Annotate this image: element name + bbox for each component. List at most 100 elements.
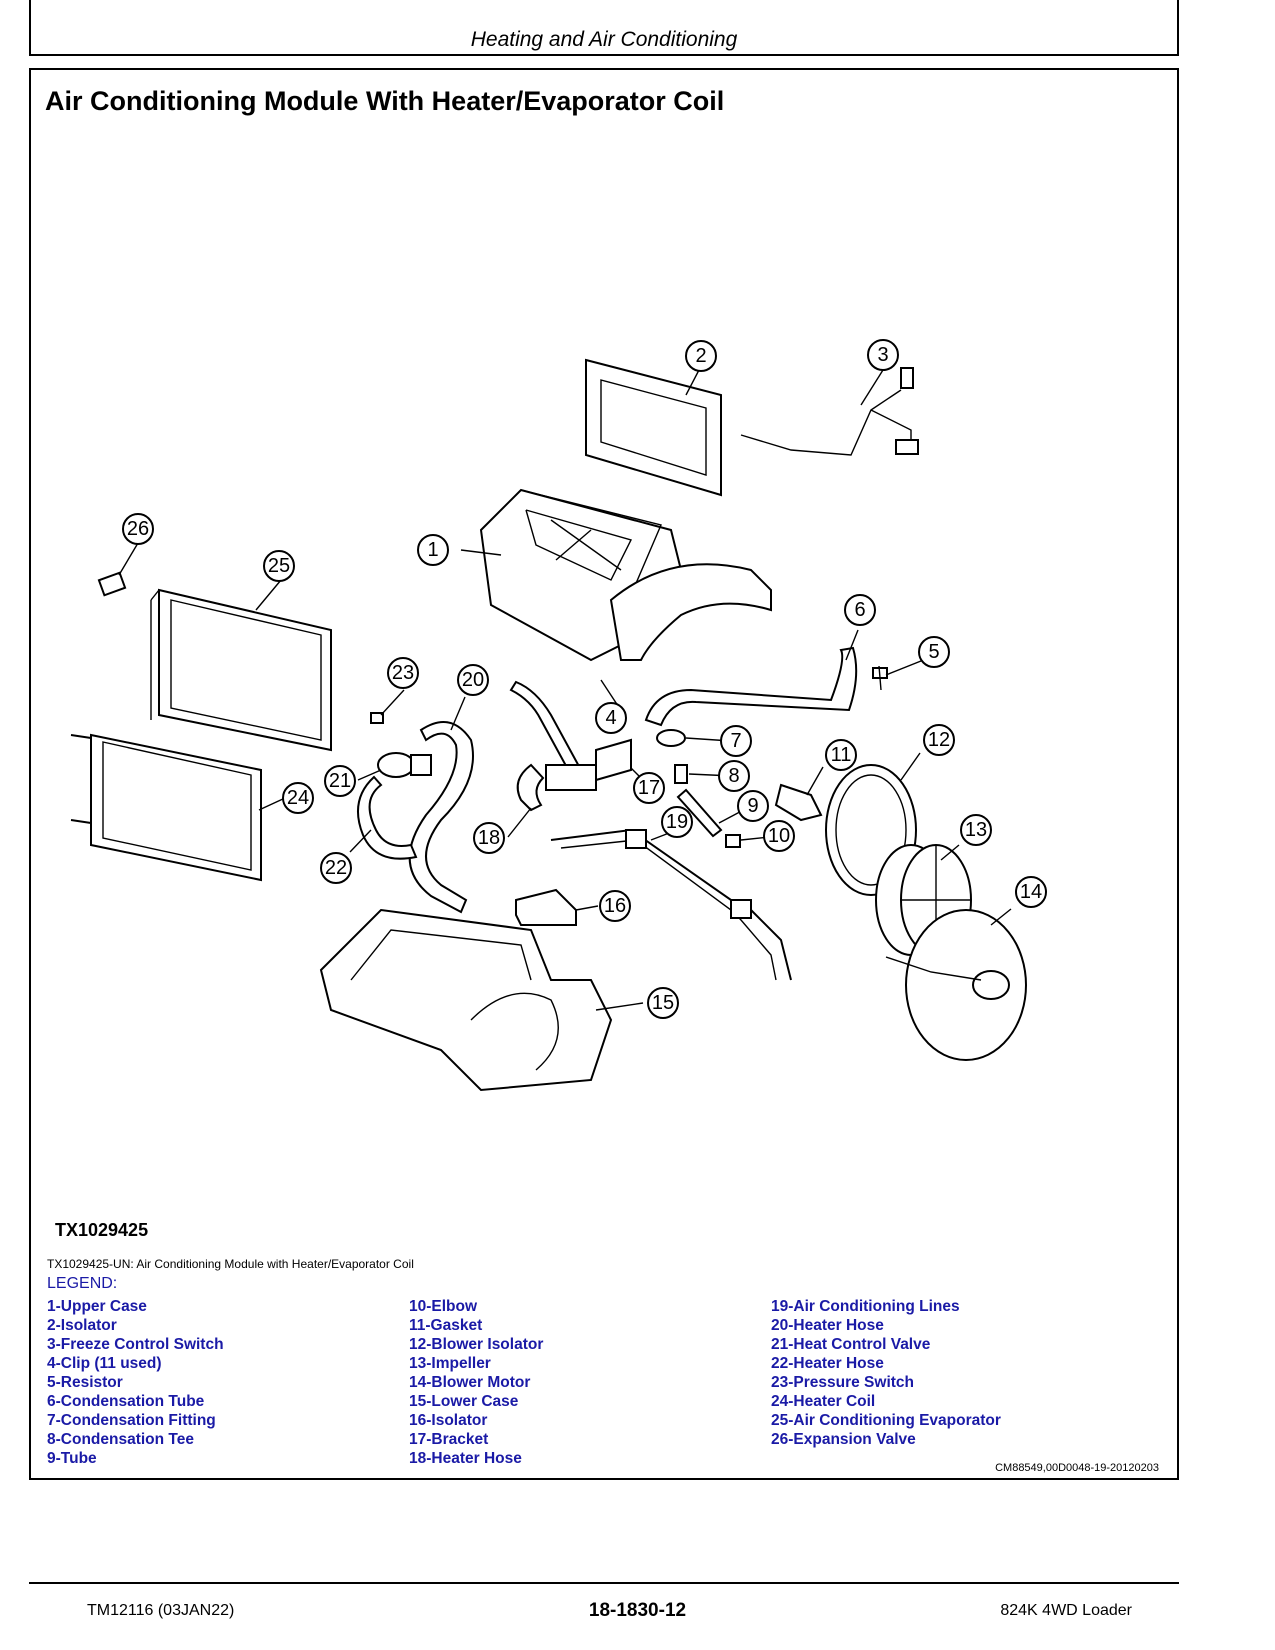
section-header-box: Heating and Air Conditioning xyxy=(29,0,1179,56)
part-condensation-fittings xyxy=(656,729,741,848)
legend-item: 24-Heater Coil xyxy=(771,1393,876,1410)
exploded-diagram: 1 2 3 4 5 6 7 8 9 10 11 12 13 14 15 16 1… xyxy=(31,220,1177,1180)
svg-text:5: 5 xyxy=(928,641,939,663)
callout-16: 16 xyxy=(599,890,631,922)
svg-text:9: 9 xyxy=(747,795,758,817)
svg-text:4: 4 xyxy=(605,707,616,729)
legend-item: 13-Impeller xyxy=(409,1355,491,1372)
legend-item: 7-Condensation Fitting xyxy=(47,1412,216,1429)
footer-model: 824K 4WD Loader xyxy=(1000,1602,1132,1619)
svg-text:16: 16 xyxy=(604,895,626,917)
part-resistor xyxy=(872,665,888,691)
callout-25: 25 xyxy=(263,550,295,582)
callout-10: 10 xyxy=(763,820,795,852)
svg-text:21: 21 xyxy=(329,770,351,792)
svg-text:19: 19 xyxy=(666,811,688,833)
legend-item: 3-Freeze Control Switch xyxy=(47,1336,224,1353)
svg-text:2: 2 xyxy=(695,345,706,367)
callout-23: 23 xyxy=(387,657,419,689)
legend-column-2: 10-Elbow 11-Gasket 12-Blower Isolator 13… xyxy=(409,1297,543,1468)
svg-text:1: 1 xyxy=(427,539,438,561)
callout-8: 8 xyxy=(718,760,750,792)
callout-20: 20 xyxy=(457,664,489,696)
legend-item: 25-Air Conditioning Evaporator xyxy=(771,1412,1001,1429)
svg-text:24: 24 xyxy=(287,787,309,809)
figure-caption: TX1029425-UN: Air Conditioning Module wi… xyxy=(47,1257,414,1271)
svg-text:20: 20 xyxy=(462,669,484,691)
legend-item: 11-Gasket xyxy=(409,1317,483,1334)
part-gasket xyxy=(774,783,823,822)
part-expansion-valve xyxy=(97,571,127,597)
legend-item: 16-Isolator xyxy=(409,1412,488,1429)
callout-7: 7 xyxy=(720,725,752,757)
callout-2: 2 xyxy=(685,340,717,372)
svg-text:15: 15 xyxy=(652,992,674,1014)
callout-15: 15 xyxy=(647,987,679,1019)
part-freeze-control-switch xyxy=(740,367,919,456)
part-heater-hose-20 xyxy=(408,721,474,914)
svg-text:7: 7 xyxy=(730,730,741,752)
svg-text:12: 12 xyxy=(928,729,950,751)
part-ac-lines xyxy=(550,828,792,981)
callout-4: 4 xyxy=(595,702,627,734)
content-box: Air Conditioning Module With Heater/Evap… xyxy=(29,68,1179,1480)
part-isolator-block xyxy=(515,888,577,926)
callout-12: 12 xyxy=(923,724,955,756)
legend-item: 6-Condensation Tube xyxy=(47,1393,205,1410)
legend-item: 26-Expansion Valve xyxy=(771,1431,916,1448)
legend-item: 20-Heater Hose xyxy=(771,1317,884,1334)
legend-item: 23-Pressure Switch xyxy=(771,1374,915,1391)
svg-text:26: 26 xyxy=(127,518,149,540)
part-pressure-switch xyxy=(370,712,384,724)
svg-text:8: 8 xyxy=(728,765,739,787)
callout-11: 11 xyxy=(825,739,857,771)
callout-6: 6 xyxy=(844,594,876,626)
part-evaporator xyxy=(150,588,332,752)
legend-item: 2-Isolator xyxy=(47,1317,117,1334)
part-isolator-frame xyxy=(585,358,722,497)
part-upper-case xyxy=(479,488,772,662)
footer-rule xyxy=(29,1582,1179,1584)
callout-1: 1 xyxy=(417,534,449,566)
part-heater-hose-22 xyxy=(357,775,418,860)
svg-text:11: 11 xyxy=(831,744,852,766)
legend-column-1: 1-Upper Case 2-Isolator 3-Freeze Control… xyxy=(47,1297,224,1468)
legend-item: 5-Resistor xyxy=(47,1374,123,1391)
legend-item: 10-Elbow xyxy=(409,1298,478,1315)
callout-13: 13 xyxy=(960,814,992,846)
svg-text:25: 25 xyxy=(268,555,290,577)
legend-item: 14-Blower Motor xyxy=(409,1374,531,1391)
svg-text:22: 22 xyxy=(325,857,347,879)
exploded-diagram-svg: 1 2 3 4 5 6 7 8 9 10 11 12 13 14 15 16 1… xyxy=(70,339,1047,1092)
callout-14: 14 xyxy=(1015,876,1047,908)
legend-item: 9-Tube xyxy=(47,1450,97,1467)
svg-text:18: 18 xyxy=(478,827,500,849)
footer-page-number: 18-1830-12 xyxy=(588,1600,687,1621)
callout-24: 24 xyxy=(282,782,314,814)
document-reference: CM88549,00D0048-19-20120203 xyxy=(995,1462,1159,1474)
part-heater-coil xyxy=(70,733,262,882)
legend-item: 18-Heater Hose xyxy=(409,1450,522,1467)
legend-item: 15-Lower Case xyxy=(409,1393,519,1410)
callout-21: 21 xyxy=(324,765,356,797)
svg-text:17: 17 xyxy=(638,777,660,799)
callout-3: 3 xyxy=(867,339,899,371)
legend-item: 12-Blower Isolator xyxy=(409,1336,544,1353)
part-heat-control-valve xyxy=(377,752,432,778)
legend-item: 8-Condensation Tee xyxy=(47,1431,194,1448)
callout-9: 9 xyxy=(737,790,769,822)
part-condensation-tube xyxy=(644,646,858,727)
legend-item: 4-Clip (11 used) xyxy=(47,1355,162,1372)
footer-manual-id: TM12116 (03JAN22) xyxy=(87,1602,235,1619)
part-bracket-and-hose xyxy=(509,680,632,812)
legend-item: 19-Air Conditioning Lines xyxy=(771,1298,960,1315)
part-blower-motor xyxy=(885,909,1027,1061)
legend-column-3: 19-Air Conditioning Lines 20-Heater Hose… xyxy=(771,1297,1001,1449)
svg-text:23: 23 xyxy=(392,662,414,684)
section-header: Heating and Air Conditioning xyxy=(470,28,738,51)
svg-text:14: 14 xyxy=(1020,881,1042,903)
svg-text:6: 6 xyxy=(854,599,865,621)
legend-item: 21-Heat Control Valve xyxy=(771,1336,931,1353)
figure-id: TX1029425 xyxy=(55,1220,149,1240)
callout-19: 19 xyxy=(661,806,693,838)
